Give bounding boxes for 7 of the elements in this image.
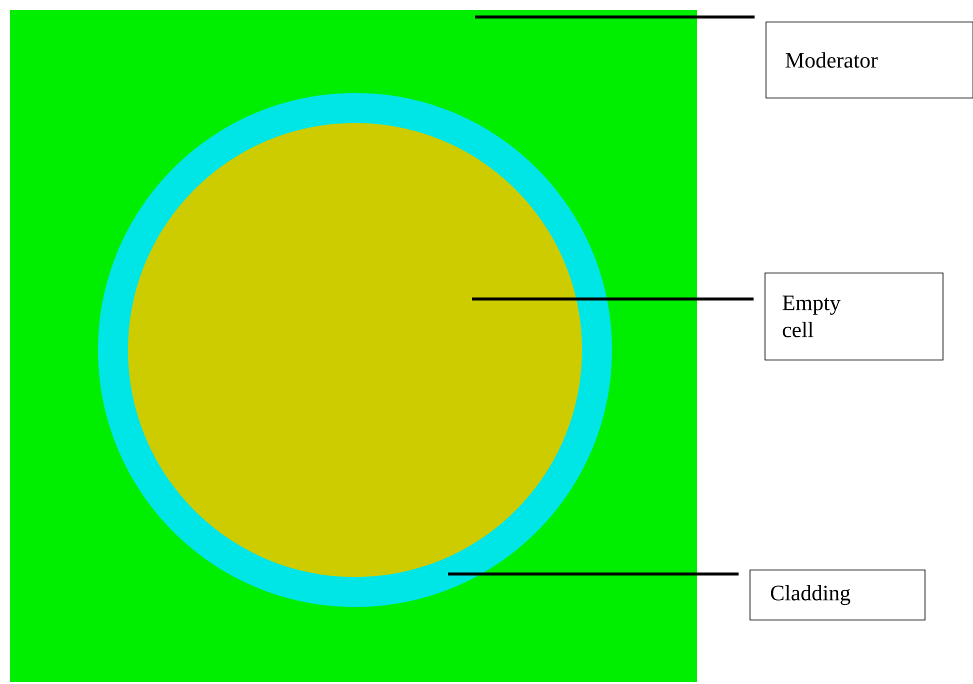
- leader-line: [475, 16, 755, 18]
- leader-line: [472, 298, 754, 300]
- fuel-region: [128, 123, 582, 577]
- label-box: Cladding: [750, 570, 926, 620]
- label-box: Moderator: [766, 22, 973, 98]
- leader-line: [448, 572, 739, 576]
- label-box: Empty cell: [764, 272, 944, 360]
